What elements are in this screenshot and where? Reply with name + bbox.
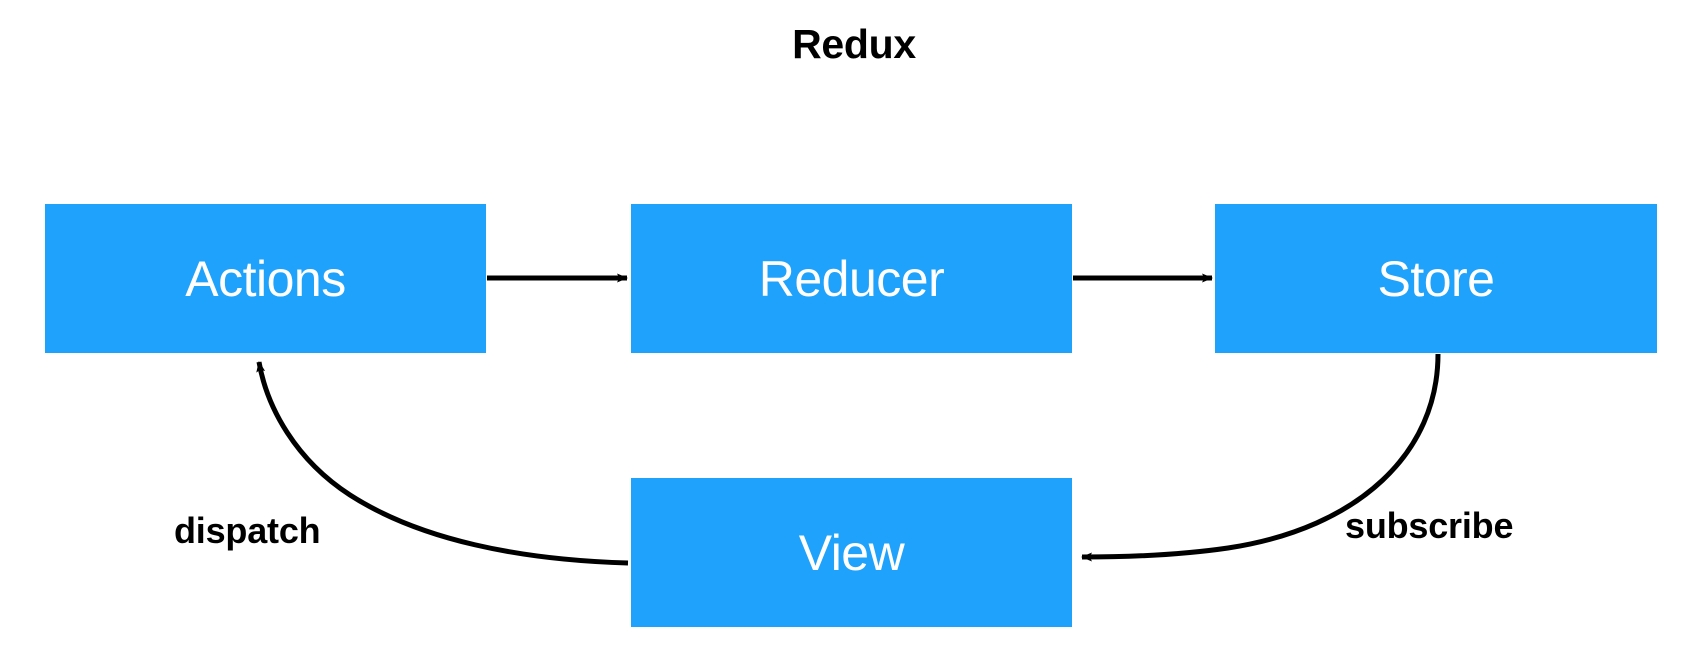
node-reducer-label: Reducer xyxy=(758,250,945,307)
page-title: Redux xyxy=(792,21,916,67)
node-view-label: View xyxy=(798,524,905,581)
node-actions-label: Actions xyxy=(185,250,346,307)
edge-label-dispatch: dispatch xyxy=(174,510,321,551)
node-store-label: Store xyxy=(1377,250,1495,307)
node-view[interactable]: View xyxy=(631,478,1072,627)
node-store[interactable]: Store xyxy=(1215,204,1657,353)
node-actions[interactable]: Actions xyxy=(45,204,486,353)
edge-label-subscribe: subscribe xyxy=(1345,505,1514,546)
node-reducer[interactable]: Reducer xyxy=(631,204,1072,353)
